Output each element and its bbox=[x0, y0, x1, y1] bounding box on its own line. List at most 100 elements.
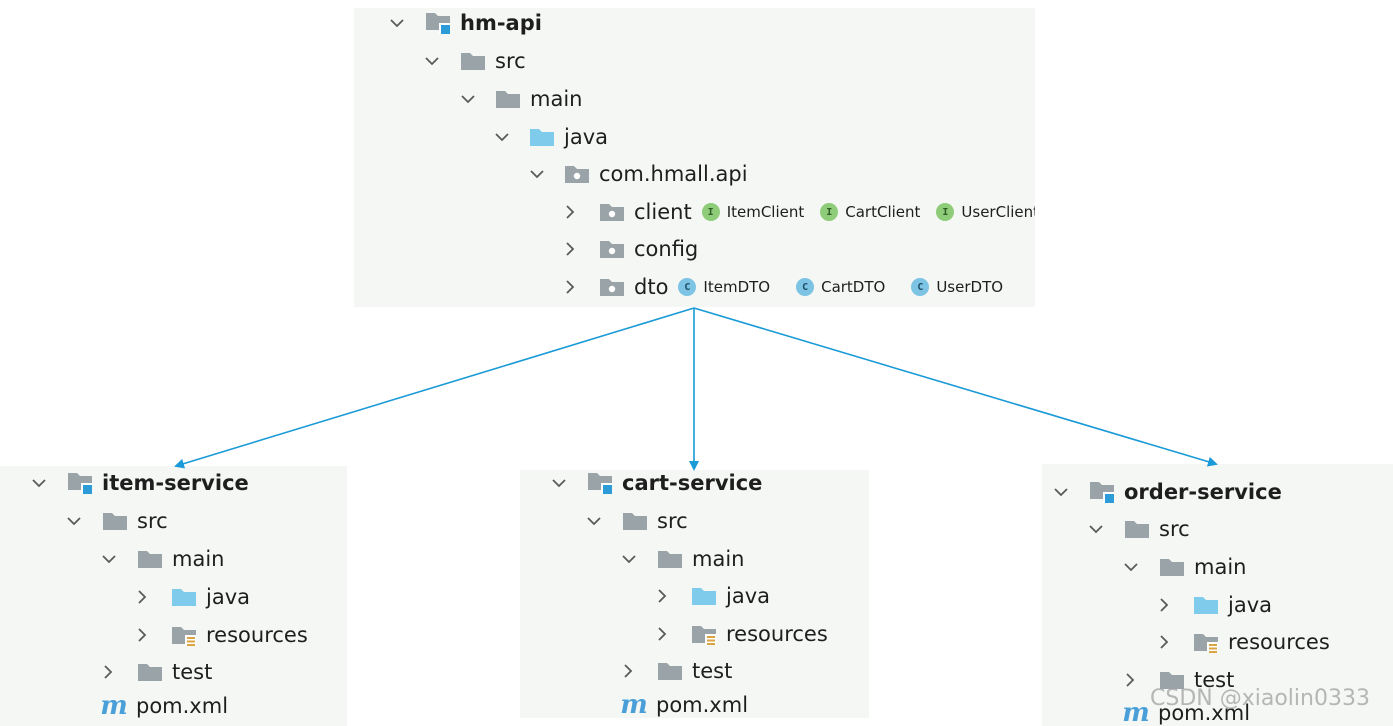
package-name: com.hmall.api bbox=[599, 161, 748, 186]
folder-icon bbox=[1158, 555, 1186, 579]
folder-name: resources bbox=[206, 622, 308, 647]
chevron-down-icon[interactable] bbox=[386, 12, 408, 34]
maven-icon: m bbox=[620, 690, 648, 718]
package-icon bbox=[598, 200, 626, 224]
package-icon bbox=[598, 275, 626, 299]
source-folder-icon bbox=[690, 584, 718, 608]
folder-name: main bbox=[530, 86, 583, 111]
chevron-right-icon[interactable] bbox=[651, 623, 673, 645]
interface-user-client[interactable]: I UserClient bbox=[936, 203, 1035, 221]
chevron-right-icon[interactable] bbox=[651, 585, 673, 607]
tree-node-config[interactable]: config bbox=[598, 232, 698, 266]
folder-name: test bbox=[692, 658, 733, 683]
class-cart-dto[interactable]: C CartDTO bbox=[796, 278, 885, 296]
tree-node-client[interactable]: client I ItemClient I CartClient I UserC… bbox=[598, 195, 1035, 229]
tree-node-pom[interactable]: m pom.xml bbox=[100, 689, 228, 723]
interface-cart-client[interactable]: I CartClient bbox=[820, 203, 920, 221]
folder-icon bbox=[136, 547, 164, 571]
chevron-down-icon[interactable] bbox=[1050, 481, 1072, 503]
folder-name: java bbox=[564, 124, 608, 149]
tree-node-package[interactable]: com.hmall.api bbox=[563, 157, 748, 191]
resources-folder-icon bbox=[170, 623, 198, 647]
module-name: item-service bbox=[102, 470, 249, 495]
tree-node-main[interactable]: main bbox=[656, 542, 744, 576]
folder-name: main bbox=[692, 546, 745, 571]
chevron-down-icon[interactable] bbox=[548, 472, 570, 494]
tree-node-src[interactable]: src bbox=[621, 504, 688, 538]
folder-name: test bbox=[1194, 667, 1235, 692]
chevron-right-icon[interactable] bbox=[617, 660, 639, 682]
tree-node-dto[interactable]: dto C ItemDTO C CartDTO C UserDTO bbox=[598, 270, 1009, 304]
tree-node-test[interactable]: test bbox=[656, 654, 732, 688]
chevron-down-icon[interactable] bbox=[526, 163, 548, 185]
folder-icon bbox=[1123, 517, 1151, 541]
maven-icon: m bbox=[100, 691, 128, 721]
tree-node-test[interactable]: test bbox=[1158, 663, 1234, 697]
chevron-down-icon[interactable] bbox=[457, 88, 479, 110]
chevron-right-icon[interactable] bbox=[1119, 669, 1141, 691]
chevron-down-icon[interactable] bbox=[1085, 518, 1107, 540]
chevron-right-icon[interactable] bbox=[1153, 631, 1175, 653]
package-icon bbox=[598, 237, 626, 261]
folder-icon bbox=[621, 509, 649, 533]
tree-node-module[interactable]: cart-service bbox=[586, 470, 762, 500]
chevron-right-icon[interactable] bbox=[131, 624, 153, 646]
class-icon: C bbox=[796, 278, 815, 296]
tree-node-resources[interactable]: resources bbox=[690, 617, 828, 651]
tree-node-src[interactable]: src bbox=[1123, 512, 1190, 546]
folder-name: java bbox=[726, 583, 770, 608]
tree-node-java[interactable]: java bbox=[528, 120, 608, 154]
tree-node-test[interactable]: test bbox=[136, 655, 212, 689]
tree-node-src[interactable]: src bbox=[459, 44, 526, 78]
folder-name: src bbox=[137, 508, 168, 533]
hm-api-tree-panel: hm-api src main java com.hmall.api clien… bbox=[354, 8, 1035, 307]
chevron-right-icon[interactable] bbox=[97, 661, 119, 683]
interface-icon: I bbox=[936, 203, 955, 221]
chevron-down-icon[interactable] bbox=[491, 126, 513, 148]
folder-icon bbox=[101, 509, 129, 533]
resources-folder-icon bbox=[1192, 630, 1220, 654]
tree-node-module[interactable]: order-service bbox=[1088, 475, 1282, 509]
chevron-down-icon[interactable] bbox=[583, 510, 605, 532]
chevron-right-icon[interactable] bbox=[1153, 594, 1175, 616]
tree-node-java[interactable]: java bbox=[170, 580, 250, 614]
chevron-down-icon[interactable] bbox=[63, 510, 85, 532]
chevron-down-icon[interactable] bbox=[28, 472, 50, 494]
module-name: hm-api bbox=[460, 10, 542, 35]
tree-node-module[interactable]: item-service bbox=[66, 466, 249, 500]
chevron-down-icon[interactable] bbox=[98, 548, 120, 570]
chevron-down-icon[interactable] bbox=[618, 548, 640, 570]
chevron-right-icon[interactable] bbox=[559, 276, 581, 298]
class-icon: C bbox=[678, 278, 697, 296]
file-name: pom.xml bbox=[656, 692, 749, 717]
tree-node-pom[interactable]: m pom.xml bbox=[1122, 696, 1250, 726]
tree-node-src[interactable]: src bbox=[101, 504, 168, 538]
interface-item-client[interactable]: I ItemClient bbox=[701, 203, 804, 221]
tree-node-main[interactable]: main bbox=[494, 82, 582, 116]
package-icon bbox=[563, 162, 591, 186]
module-folder-icon bbox=[586, 471, 614, 495]
class-user-dto[interactable]: C UserDTO bbox=[911, 278, 1003, 296]
chevron-down-icon[interactable] bbox=[421, 50, 443, 72]
tree-node-pom[interactable]: m pom.xml bbox=[620, 688, 748, 718]
module-folder-icon bbox=[424, 11, 452, 35]
order-service-tree-panel: order-service src main java resources te… bbox=[1042, 464, 1393, 726]
tree-node-java[interactable]: java bbox=[1192, 588, 1272, 622]
tree-node-main[interactable]: main bbox=[1158, 550, 1246, 584]
tree-node-java[interactable]: java bbox=[690, 579, 770, 613]
chevron-down-icon[interactable] bbox=[1120, 556, 1142, 578]
package-name: client bbox=[634, 199, 692, 224]
tree-node-hm-api[interactable]: hm-api bbox=[424, 8, 542, 40]
chevron-right-icon[interactable] bbox=[131, 586, 153, 608]
maven-icon: m bbox=[1122, 698, 1150, 726]
module-folder-icon bbox=[66, 471, 94, 495]
tree-node-resources[interactable]: resources bbox=[1192, 625, 1330, 659]
chevron-right-icon[interactable] bbox=[559, 201, 581, 223]
tree-node-resources[interactable]: resources bbox=[170, 618, 308, 652]
folder-name: java bbox=[1228, 592, 1272, 617]
chevron-right-icon[interactable] bbox=[559, 238, 581, 260]
folder-icon bbox=[459, 49, 487, 73]
tree-node-main[interactable]: main bbox=[136, 542, 224, 576]
folder-name: src bbox=[495, 48, 526, 73]
class-item-dto[interactable]: C ItemDTO bbox=[678, 278, 770, 296]
